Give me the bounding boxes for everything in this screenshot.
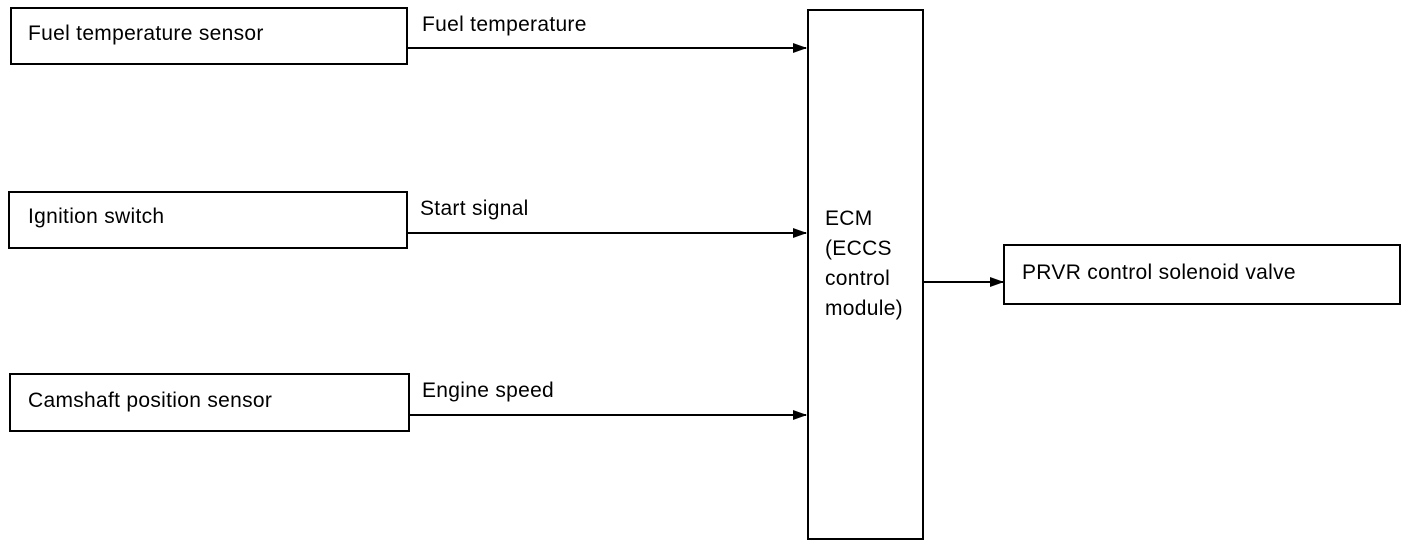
ecm-label-line-1: ECM xyxy=(825,207,873,230)
ecm-label: ECM (ECCS control module) xyxy=(825,204,903,324)
camshaft-position-sensor-box: Camshaft position sensor xyxy=(9,373,410,432)
fuel-temperature-signal-label: Fuel temperature xyxy=(422,13,587,36)
ecm-label-line-4: module) xyxy=(825,297,903,320)
prvr-control-solenoid-valve-label: PRVR control solenoid valve xyxy=(1022,261,1296,284)
engine-speed-signal-label: Engine speed xyxy=(422,379,555,402)
ecm-label-line-2: (ECCS xyxy=(825,237,892,260)
prvr-control-solenoid-valve-box: PRVR control solenoid valve xyxy=(1003,244,1401,305)
ecm-box: ECM (ECCS control module) xyxy=(807,9,924,540)
ignition-switch-box: Ignition switch xyxy=(8,191,408,249)
camshaft-position-sensor-label: Camshaft position sensor xyxy=(28,389,273,412)
fuel-temperature-sensor-label: Fuel temperature sensor xyxy=(28,22,264,45)
ignition-switch-label: Ignition switch xyxy=(28,205,165,228)
fuel-temperature-sensor-box: Fuel temperature sensor xyxy=(10,7,408,65)
ecm-label-line-3: control xyxy=(825,267,891,290)
start-signal-label: Start signal xyxy=(420,197,529,220)
